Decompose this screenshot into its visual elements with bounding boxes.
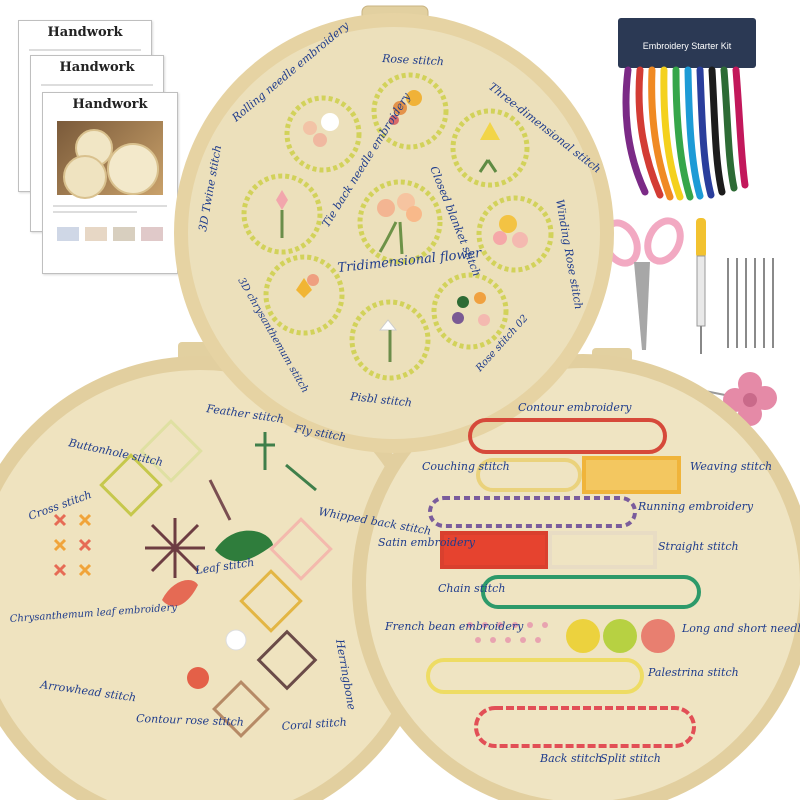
label-right-0: Contour embroidery [518,401,632,414]
label-left-9: Coral stitch [281,715,347,733]
sheet-title: Handwork [72,97,148,112]
sheet-photo [57,121,163,199]
label-right-1: Couching stitch [422,460,510,473]
sheet-title: Handwork [59,60,135,75]
sheet-title: Handwork [47,25,123,40]
label-right-4: Satin embroidery [378,536,476,549]
label-right-2: Weaving stitch [690,460,772,473]
label-right-10: Back stitch [539,752,602,765]
needles-icon [727,258,774,348]
thread-organizer-card: Embroidery Starter Kit [618,18,756,68]
label-right-9: Palestrina stitch [647,666,739,679]
seam-ripper-icon [696,218,706,354]
label-right-8: Long and short needlesi [681,622,800,635]
label-right-5: Straight stitch [658,540,739,553]
label-left-8: Contour rose stitch [136,712,244,729]
label-right-3: Running embroidery [637,500,754,513]
label-top-0: Rose stitch [381,52,444,68]
label-right-7: French bean embroidery [384,620,524,633]
starter-kit-label: Embroidery Starter Kit [642,41,732,51]
instruction-sheet-3: Handwork [42,92,178,274]
label-right-11: Split stitch [600,752,661,765]
label-right-6: Chain stitch [438,582,505,595]
